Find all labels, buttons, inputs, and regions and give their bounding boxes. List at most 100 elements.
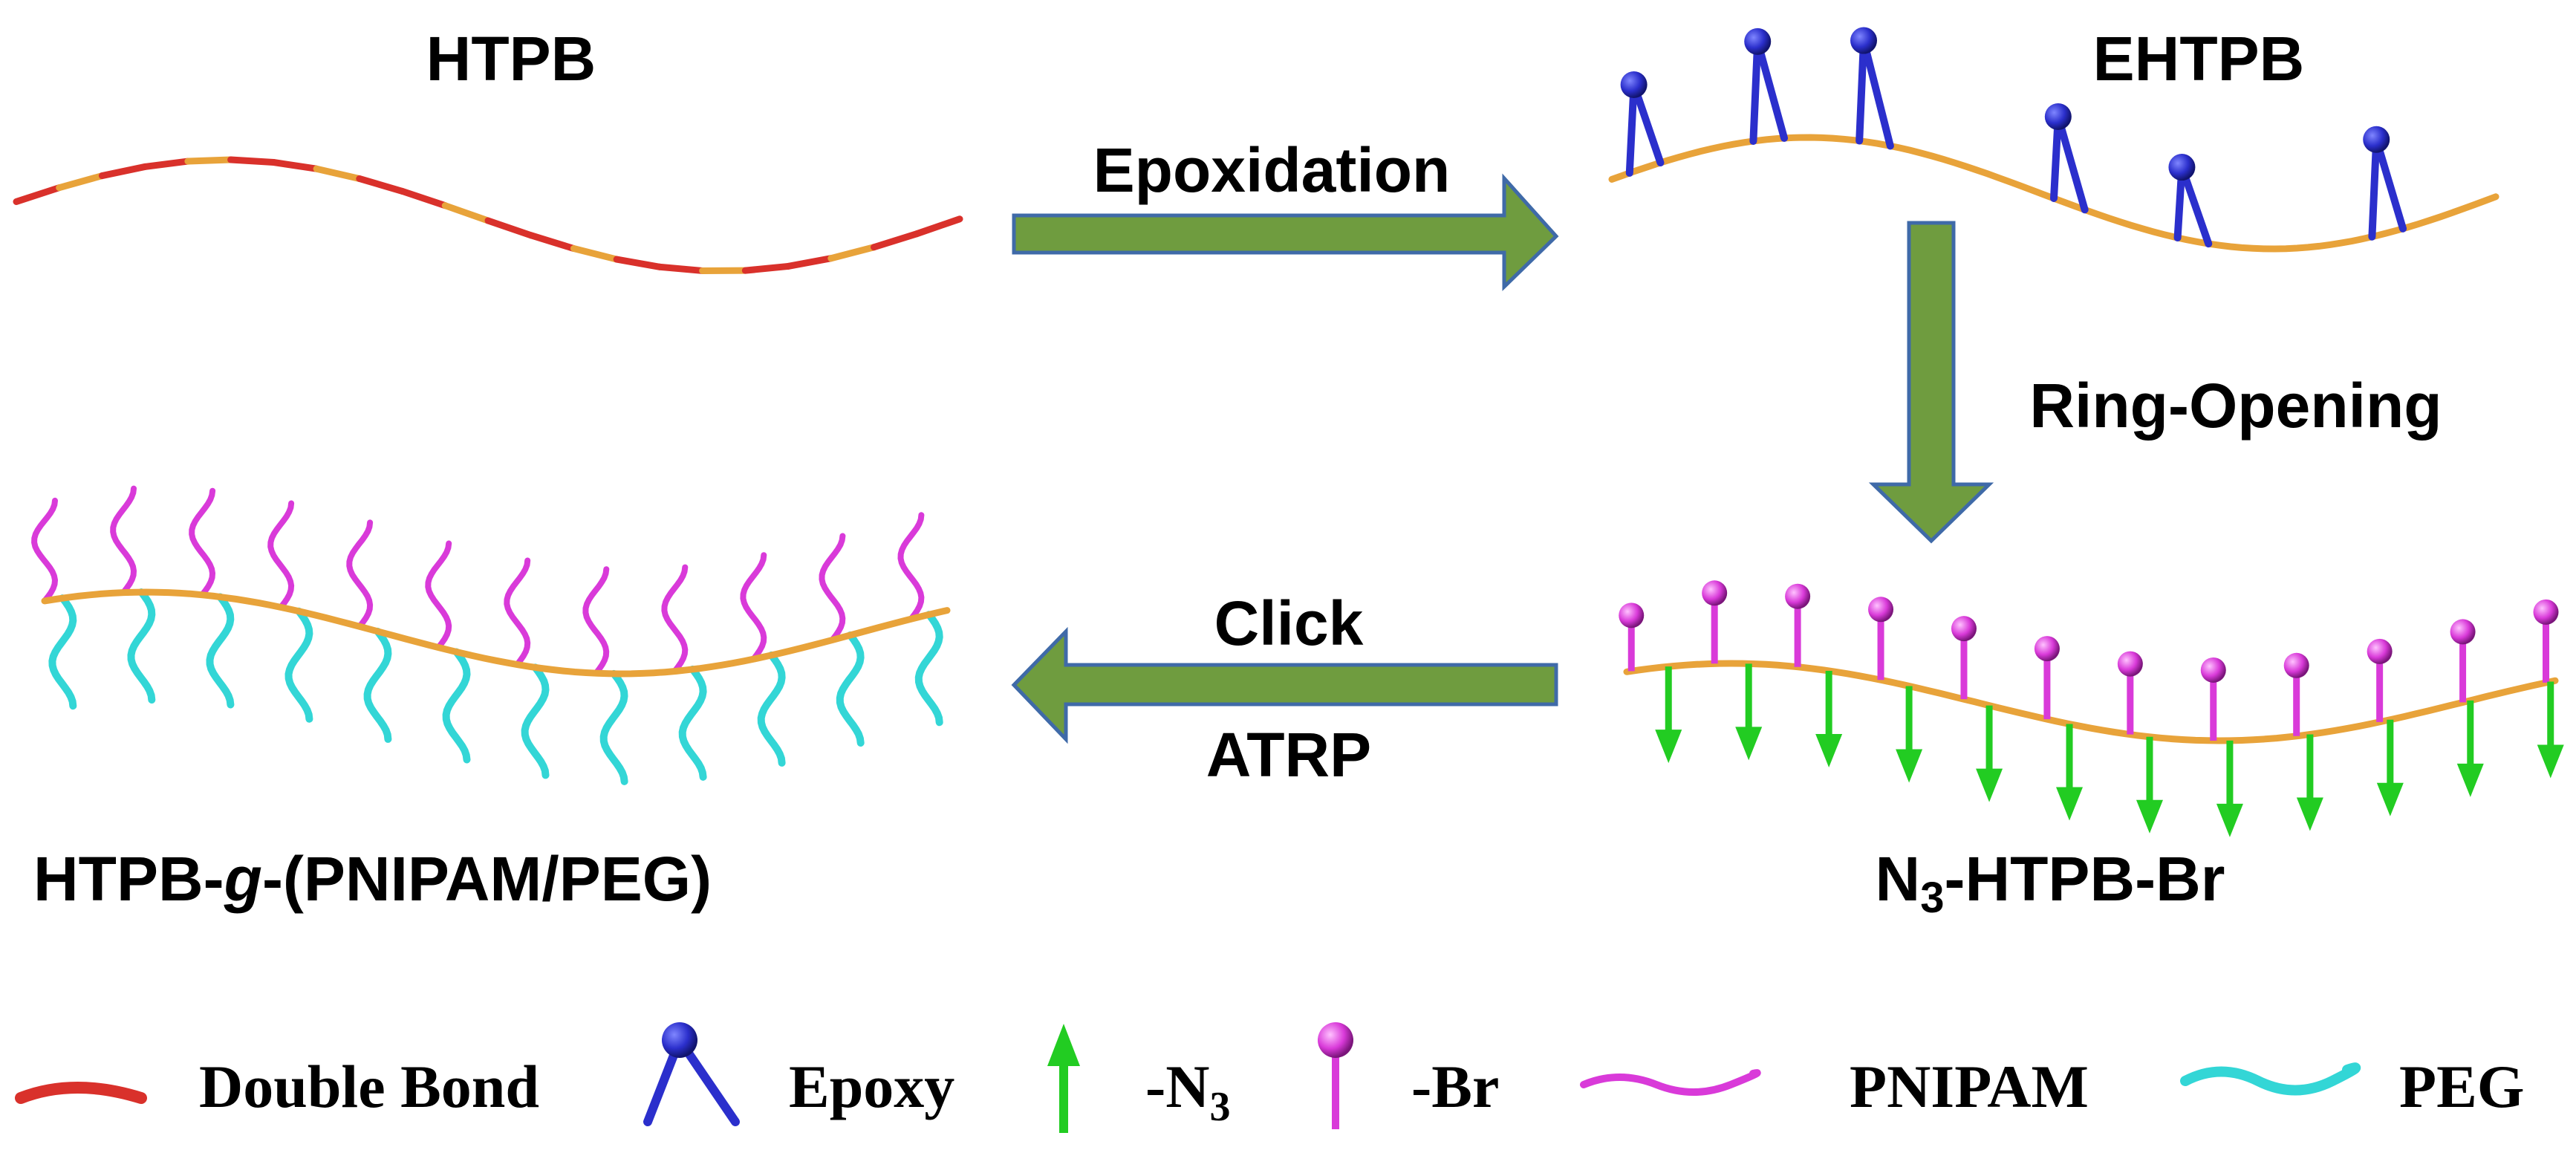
epoxy-bond	[1630, 81, 1665, 167]
epoxy-group	[2168, 154, 2213, 248]
pnipam-chain	[740, 552, 767, 663]
n3-group	[1815, 670, 1843, 767]
br-group	[2283, 652, 2309, 736]
br-group	[1702, 580, 1728, 664]
br-group	[2367, 638, 2393, 722]
n3-arrowhead	[2296, 797, 2323, 831]
epoxy-oxygen	[2363, 126, 2390, 153]
br-atom	[2200, 657, 2226, 683]
double-bond-segment	[741, 262, 792, 274]
label-n3-suffix: -HTPB-Br	[1944, 844, 2225, 914]
label-atrp: ATRP	[1206, 720, 1371, 790]
epoxy-legend-icon	[643, 1022, 740, 1126]
br-atom	[2450, 619, 2476, 645]
ring-opening-arrow	[1868, 221, 1994, 544]
epoxy-group	[2044, 103, 2089, 214]
pnipam-chain	[897, 512, 925, 623]
peg-chain	[914, 611, 943, 727]
legend-double-bond: Double Bond	[199, 1053, 539, 1120]
epoxy-bond	[2054, 112, 2089, 214]
label-n3-htpb-br: N3-HTPB-Br	[1876, 844, 2225, 922]
epoxy-bond	[1754, 37, 1789, 142]
single-bond-segment	[56, 172, 105, 192]
epoxy-bond	[2178, 163, 2213, 248]
pnipam-chain	[267, 500, 295, 611]
double-bond-segment	[784, 255, 835, 270]
br-atom	[1619, 603, 1645, 629]
n3-arrowhead	[2456, 763, 2484, 797]
n3-group	[2376, 719, 2404, 816]
double-bond-legend-icon	[15, 1082, 147, 1104]
n3-arrowhead	[2537, 744, 2564, 779]
n3-htpb-br-chain	[1619, 580, 2564, 837]
br-atom	[2533, 599, 2559, 625]
br-legend-icon	[1318, 1022, 1353, 1129]
pnipam-chain	[819, 533, 846, 643]
br-atom	[2367, 638, 2393, 664]
br-atom	[2034, 636, 2060, 662]
epoxy-group	[1620, 71, 1665, 177]
graft-backbone	[41, 588, 951, 678]
n3-group	[2456, 700, 2484, 797]
br-group	[2117, 651, 2143, 735]
single-bond-segment	[441, 202, 492, 224]
epoxy-bond	[1625, 81, 1638, 177]
double-bond-segment	[399, 187, 449, 210]
n3-legend-icon	[1047, 1024, 1080, 1133]
pnipam-legend-icon	[1580, 1069, 1761, 1096]
br-atom	[2117, 651, 2143, 677]
legend-n3: -N3	[1145, 1053, 1231, 1130]
label-epoxidation: Epoxidation	[1093, 135, 1451, 205]
n3-group	[1655, 666, 1682, 764]
legend: Double Bond Epoxy -N3 -Br PNIPAM PEG	[15, 1022, 2525, 1133]
epoxy-oxygen	[1744, 27, 1772, 55]
peg-chain	[284, 607, 313, 723]
n3-arrowhead	[1735, 727, 1763, 761]
br-group	[1785, 583, 1811, 667]
single-bond-segment	[184, 156, 235, 165]
n3-arrowhead	[1815, 733, 1843, 767]
label-graft-suffix: -(PNIPAM/PEG)	[262, 844, 712, 914]
n3-arrowhead	[2216, 803, 2243, 837]
double-bond-segment	[98, 163, 149, 180]
pnipam-chain	[31, 497, 59, 604]
peg-chain	[206, 593, 235, 709]
n3-group	[2216, 740, 2243, 837]
double-bond-segment	[227, 156, 277, 166]
epoxy-bond	[1860, 36, 1894, 150]
epoxy-bond	[1749, 37, 1762, 145]
peg-chain	[678, 665, 707, 781]
epoxidation-arrow	[1012, 173, 1559, 291]
peg-chain	[599, 669, 628, 785]
br-group	[2450, 619, 2476, 703]
n3-group	[1896, 686, 1923, 783]
label-graft-prefix: HTPB-	[33, 844, 224, 914]
double-bond-segment	[270, 159, 320, 172]
legend-peg: PEG	[2399, 1053, 2525, 1120]
n3-arrowhead	[1976, 768, 2003, 802]
epoxy-bond	[2368, 135, 2381, 241]
epoxy-bond	[2372, 135, 2407, 233]
label-graft-copolymer: HTPB-g-(PNIPAM/PEG)	[33, 844, 712, 914]
br-group	[1619, 603, 1645, 672]
label-n3-subscript: 3	[1920, 874, 1944, 922]
double-bond-segment	[656, 263, 706, 274]
double-bond-segment	[484, 217, 535, 239]
pnipam-chain	[110, 485, 137, 596]
br-atom	[1785, 583, 1811, 609]
epoxy-oxygen	[2044, 103, 2072, 130]
double-bond-segment	[141, 157, 192, 170]
n3-group	[2296, 734, 2323, 831]
epoxy-oxygen	[2168, 154, 2196, 181]
pnipam-chain	[425, 540, 452, 651]
peg-chain	[836, 631, 865, 747]
label-graft-g: g	[224, 844, 262, 914]
n3-group	[2056, 724, 2084, 821]
br-group	[1868, 597, 1894, 681]
br-atom	[1702, 580, 1728, 606]
legend-pnipam: PNIPAM	[1850, 1053, 2089, 1120]
double-bond-segment	[527, 232, 577, 253]
epoxy-bond	[2050, 112, 2062, 202]
double-bond-segment	[13, 184, 63, 205]
